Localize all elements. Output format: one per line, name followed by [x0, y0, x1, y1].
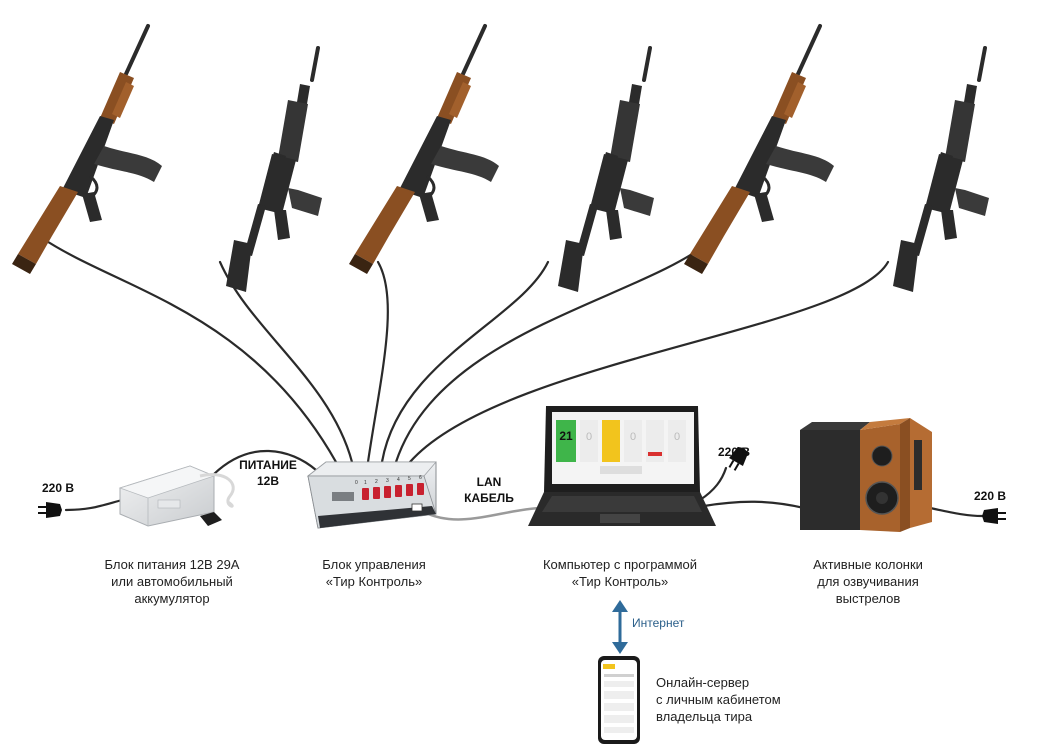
lan-tag-line-2: КАБЕЛЬ	[464, 491, 514, 505]
cable-rifle-3	[366, 260, 389, 464]
plug-icon-speakers	[981, 507, 1007, 525]
mains-label-speakers: 220 В	[973, 489, 1007, 503]
cable-rifle-5	[394, 238, 714, 464]
ak-rifle-icon-3	[347, 24, 501, 276]
power-tag: ПИТАНИЕ 12В	[226, 457, 310, 489]
caption-server: Онлайн-сервер с личным кабинетом владель…	[656, 674, 816, 725]
channel-label-3: 3	[386, 478, 389, 484]
mains-label-psu: 220 В	[41, 481, 75, 495]
screen-zero-2: 0	[630, 431, 636, 443]
ar-rifle-icon-6	[891, 46, 991, 294]
caption-controller: Блок управления «Тир Контроль»	[292, 556, 456, 590]
mains-label-laptop: 220 В	[717, 445, 751, 459]
cable-laptop-speakers	[702, 500, 806, 510]
cable-mains-psu	[64, 498, 124, 512]
caption-psu: Блок питания 12В 29А или автомобильный а…	[82, 556, 262, 607]
channel-label-1: 1	[364, 480, 367, 486]
cable-speakers-mains	[928, 506, 984, 518]
caption-speakers-line-3: выстрелов	[835, 591, 901, 606]
rifles	[10, 24, 991, 294]
arrow-updown-icon	[612, 600, 628, 654]
caption-psu-line-2: или автомобильный	[111, 574, 233, 589]
caption-computer-line-1: Компьютер с программой	[542, 557, 698, 572]
speakers	[800, 418, 932, 532]
caption-speakers: Активные колонки для озвучивания выстрел…	[784, 556, 952, 607]
rifle-cables	[40, 236, 890, 464]
plug-icon-psu	[37, 501, 63, 519]
ar-rifle-icon-4	[556, 46, 656, 294]
channel-label-5: 5	[408, 476, 411, 482]
internet-label: Интернет	[632, 616, 685, 630]
channel-label-2: 2	[375, 479, 378, 485]
controller-box: 0 1 2 3 4 5 6	[306, 461, 437, 529]
laptop: 21 0 0 0	[528, 406, 716, 526]
caption-psu-line-3: аккумулятор	[134, 591, 210, 606]
ak-rifle-icon-5	[682, 24, 836, 276]
channel-label-0: 0	[355, 480, 358, 486]
caption-speakers-line-1: Активные колонки	[813, 557, 923, 572]
screen-panel-green	[556, 420, 576, 462]
caption-server-line-3: владельца тира	[656, 709, 753, 724]
power-supply-unit	[118, 465, 235, 527]
cable-psu-controller	[212, 449, 318, 476]
cable-rifle-4	[380, 260, 550, 464]
caption-server-line-2: с личным кабинетом	[656, 692, 781, 707]
cable-rifle-2	[218, 260, 354, 464]
caption-controller-line-2: «Тир Контроль»	[325, 574, 423, 589]
screen-zero-1: 0	[586, 431, 592, 443]
ak-rifle-icon-1	[10, 24, 164, 276]
ar-rifle-icon-2	[224, 46, 324, 294]
caption-computer-line-2: «Тир Контроль»	[571, 574, 669, 589]
caption-server-line-1: Онлайн-сервер	[656, 675, 750, 690]
channel-label-6: 6	[419, 475, 422, 481]
caption-computer: Компьютер с программой «Тир Контроль»	[520, 556, 720, 590]
cable-rifle-6	[408, 260, 890, 464]
controller-switches	[362, 483, 424, 500]
cable-laptop-mains	[698, 466, 728, 502]
channel-label-4: 4	[397, 477, 400, 483]
cable-rifle-1	[40, 236, 338, 464]
lan-tag: LAN КАБЕЛЬ	[452, 474, 526, 506]
lan-tag-line-1: LAN	[476, 475, 502, 489]
caption-speakers-line-2: для озвучивания	[817, 574, 919, 589]
phone	[598, 656, 640, 744]
lan-cable	[422, 506, 542, 521]
power-tag-line-1: ПИТАНИЕ	[239, 458, 297, 472]
screen-zero-3: 0	[674, 431, 680, 443]
screen-score: 21	[559, 429, 573, 443]
power-tag-line-2: 12В	[256, 474, 279, 488]
caption-controller-line-1: Блок управления	[322, 557, 426, 572]
caption-psu-line-1: Блок питания 12В 29А	[104, 557, 240, 572]
